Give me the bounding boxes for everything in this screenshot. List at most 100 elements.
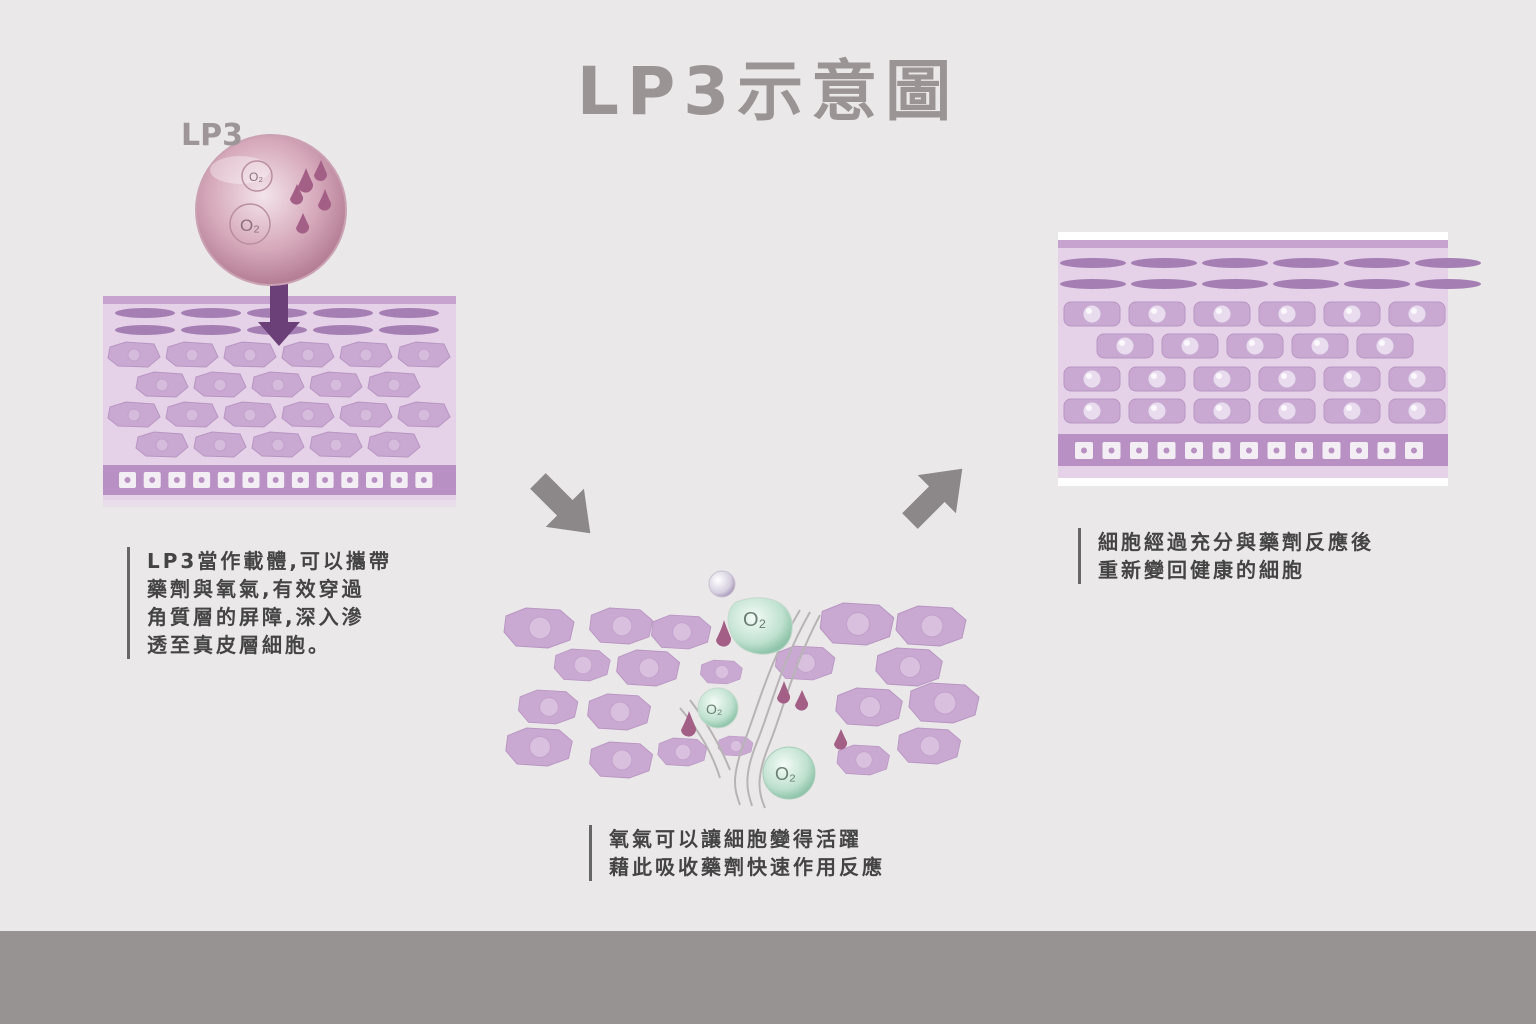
basal-cell	[1405, 442, 1423, 459]
skin-cell	[517, 689, 579, 725]
basal-cell	[119, 472, 136, 488]
basal-cell	[1212, 442, 1231, 459]
skin-cell	[107, 341, 161, 368]
basal-cell	[217, 472, 235, 488]
basal-cell	[1240, 442, 1258, 459]
skin-cell	[223, 401, 277, 428]
svg-text:O₂: O₂	[249, 170, 263, 184]
caption-step3: 細胞經過充分與藥劑反應後 重新變回健康的細胞	[1078, 528, 1374, 584]
skin-cell	[223, 341, 277, 368]
healthy-cell	[1128, 398, 1186, 424]
skin-cell	[135, 371, 189, 398]
healthy-cell	[1161, 333, 1219, 359]
keratin-cell	[379, 308, 439, 318]
keratin-cell	[1415, 258, 1481, 268]
keratin-cell	[181, 325, 241, 335]
keratin-cell	[313, 325, 373, 335]
skin-cell	[281, 401, 335, 428]
caption-step1-line: LP3當作載體,可以攜帶	[147, 549, 392, 573]
skin-cell	[339, 401, 393, 428]
svg-text:O₂: O₂	[240, 216, 260, 235]
healthy-cell	[1193, 366, 1251, 392]
o2-label: O₂	[743, 609, 766, 631]
skin-cell	[717, 735, 754, 757]
skin-cell	[165, 341, 219, 368]
healthy-cell	[1193, 398, 1251, 424]
caption-step1: LP3當作載體,可以攜帶 藥劑與氧氣,有效穿過 角質層的屏障,深入滲 透至真皮層…	[127, 547, 392, 659]
keratin-cell	[1202, 279, 1268, 289]
skin-cell	[165, 401, 219, 428]
page-title: LP3示意圖	[576, 53, 960, 130]
skin-cell	[397, 401, 451, 428]
basal-cell	[1267, 442, 1286, 459]
healthy-cell	[1258, 366, 1316, 392]
basal-cell	[1185, 442, 1203, 459]
keratin-cell	[313, 308, 373, 318]
o2-label: O₂	[775, 764, 796, 784]
lp3-label: LP3	[181, 118, 243, 153]
basal-cell	[168, 472, 186, 488]
skin-cell	[193, 431, 247, 458]
healthy-cell	[1388, 301, 1446, 327]
basal-cell	[143, 472, 161, 488]
skin-cell	[895, 605, 967, 647]
caption-step1-line: 透至真皮層細胞。	[147, 633, 331, 657]
skin-cell	[107, 401, 161, 428]
oxygen-bubble-icon: O₂ O₂ O₂	[697, 570, 816, 800]
skin-cell	[875, 647, 943, 687]
skin-cell	[309, 371, 363, 398]
keratin-cell	[1344, 258, 1410, 268]
keratin-cell	[247, 308, 307, 318]
healthy-cell	[1323, 366, 1381, 392]
keratin-cell	[1131, 258, 1197, 268]
basal-cell	[1350, 442, 1368, 459]
healthy-cell	[1226, 333, 1284, 359]
keratin-cell	[1415, 279, 1481, 289]
basal-cell	[1322, 442, 1341, 459]
skin-cell	[135, 431, 189, 458]
skin-cell	[819, 602, 895, 646]
healthy-cell	[1063, 366, 1121, 392]
skin-cell	[836, 744, 890, 776]
skin-cell	[589, 607, 654, 645]
keratin-cell	[1202, 258, 1268, 268]
skin-cell	[589, 741, 654, 779]
healthy-cell	[1258, 301, 1316, 327]
skin-cell	[281, 341, 335, 368]
skin-cell	[251, 431, 305, 458]
skin-cell	[616, 649, 681, 687]
keratin-cell	[115, 325, 175, 335]
keratin-cell	[1273, 279, 1339, 289]
healthy-cell	[1258, 398, 1316, 424]
keratin-cell	[1131, 279, 1197, 289]
healthy-cell	[1323, 398, 1381, 424]
keratin-cell	[1344, 279, 1410, 289]
skin-cell	[339, 341, 393, 368]
caption-step2-line: 氧氣可以讓細胞變得活躍	[609, 827, 862, 851]
skin-cell	[835, 687, 903, 727]
basal-cell	[1377, 442, 1396, 459]
skin-cell	[657, 737, 708, 767]
healthy-cell	[1388, 398, 1446, 424]
caption-step3-line: 重新變回健康的細胞	[1098, 558, 1305, 582]
healthy-cell	[1063, 301, 1121, 327]
healthy-cell	[1356, 333, 1414, 359]
caption-step3-line: 細胞經過充分與藥劑反應後	[1098, 530, 1374, 554]
healthy-cell	[1128, 366, 1186, 392]
basal-cell	[1295, 442, 1313, 459]
healthy-cell	[1193, 301, 1251, 327]
basal-cell	[267, 472, 285, 488]
footer-bar	[0, 931, 1536, 1024]
basal-cell	[1075, 442, 1093, 459]
keratin-cell	[247, 325, 307, 335]
basal-cell	[193, 472, 211, 488]
basal-cell	[1130, 442, 1148, 459]
skin-cell	[897, 727, 962, 765]
basal-cell	[341, 472, 359, 488]
o2-label: O₂	[706, 701, 722, 717]
keratin-cell	[1060, 279, 1126, 289]
caption-step2: 氧氣可以讓細胞變得活躍 藉此吸收藥劑快速作用反應	[589, 825, 885, 881]
basal-cell	[242, 472, 260, 488]
basal-cell	[390, 472, 408, 488]
skin-cell	[397, 341, 451, 368]
